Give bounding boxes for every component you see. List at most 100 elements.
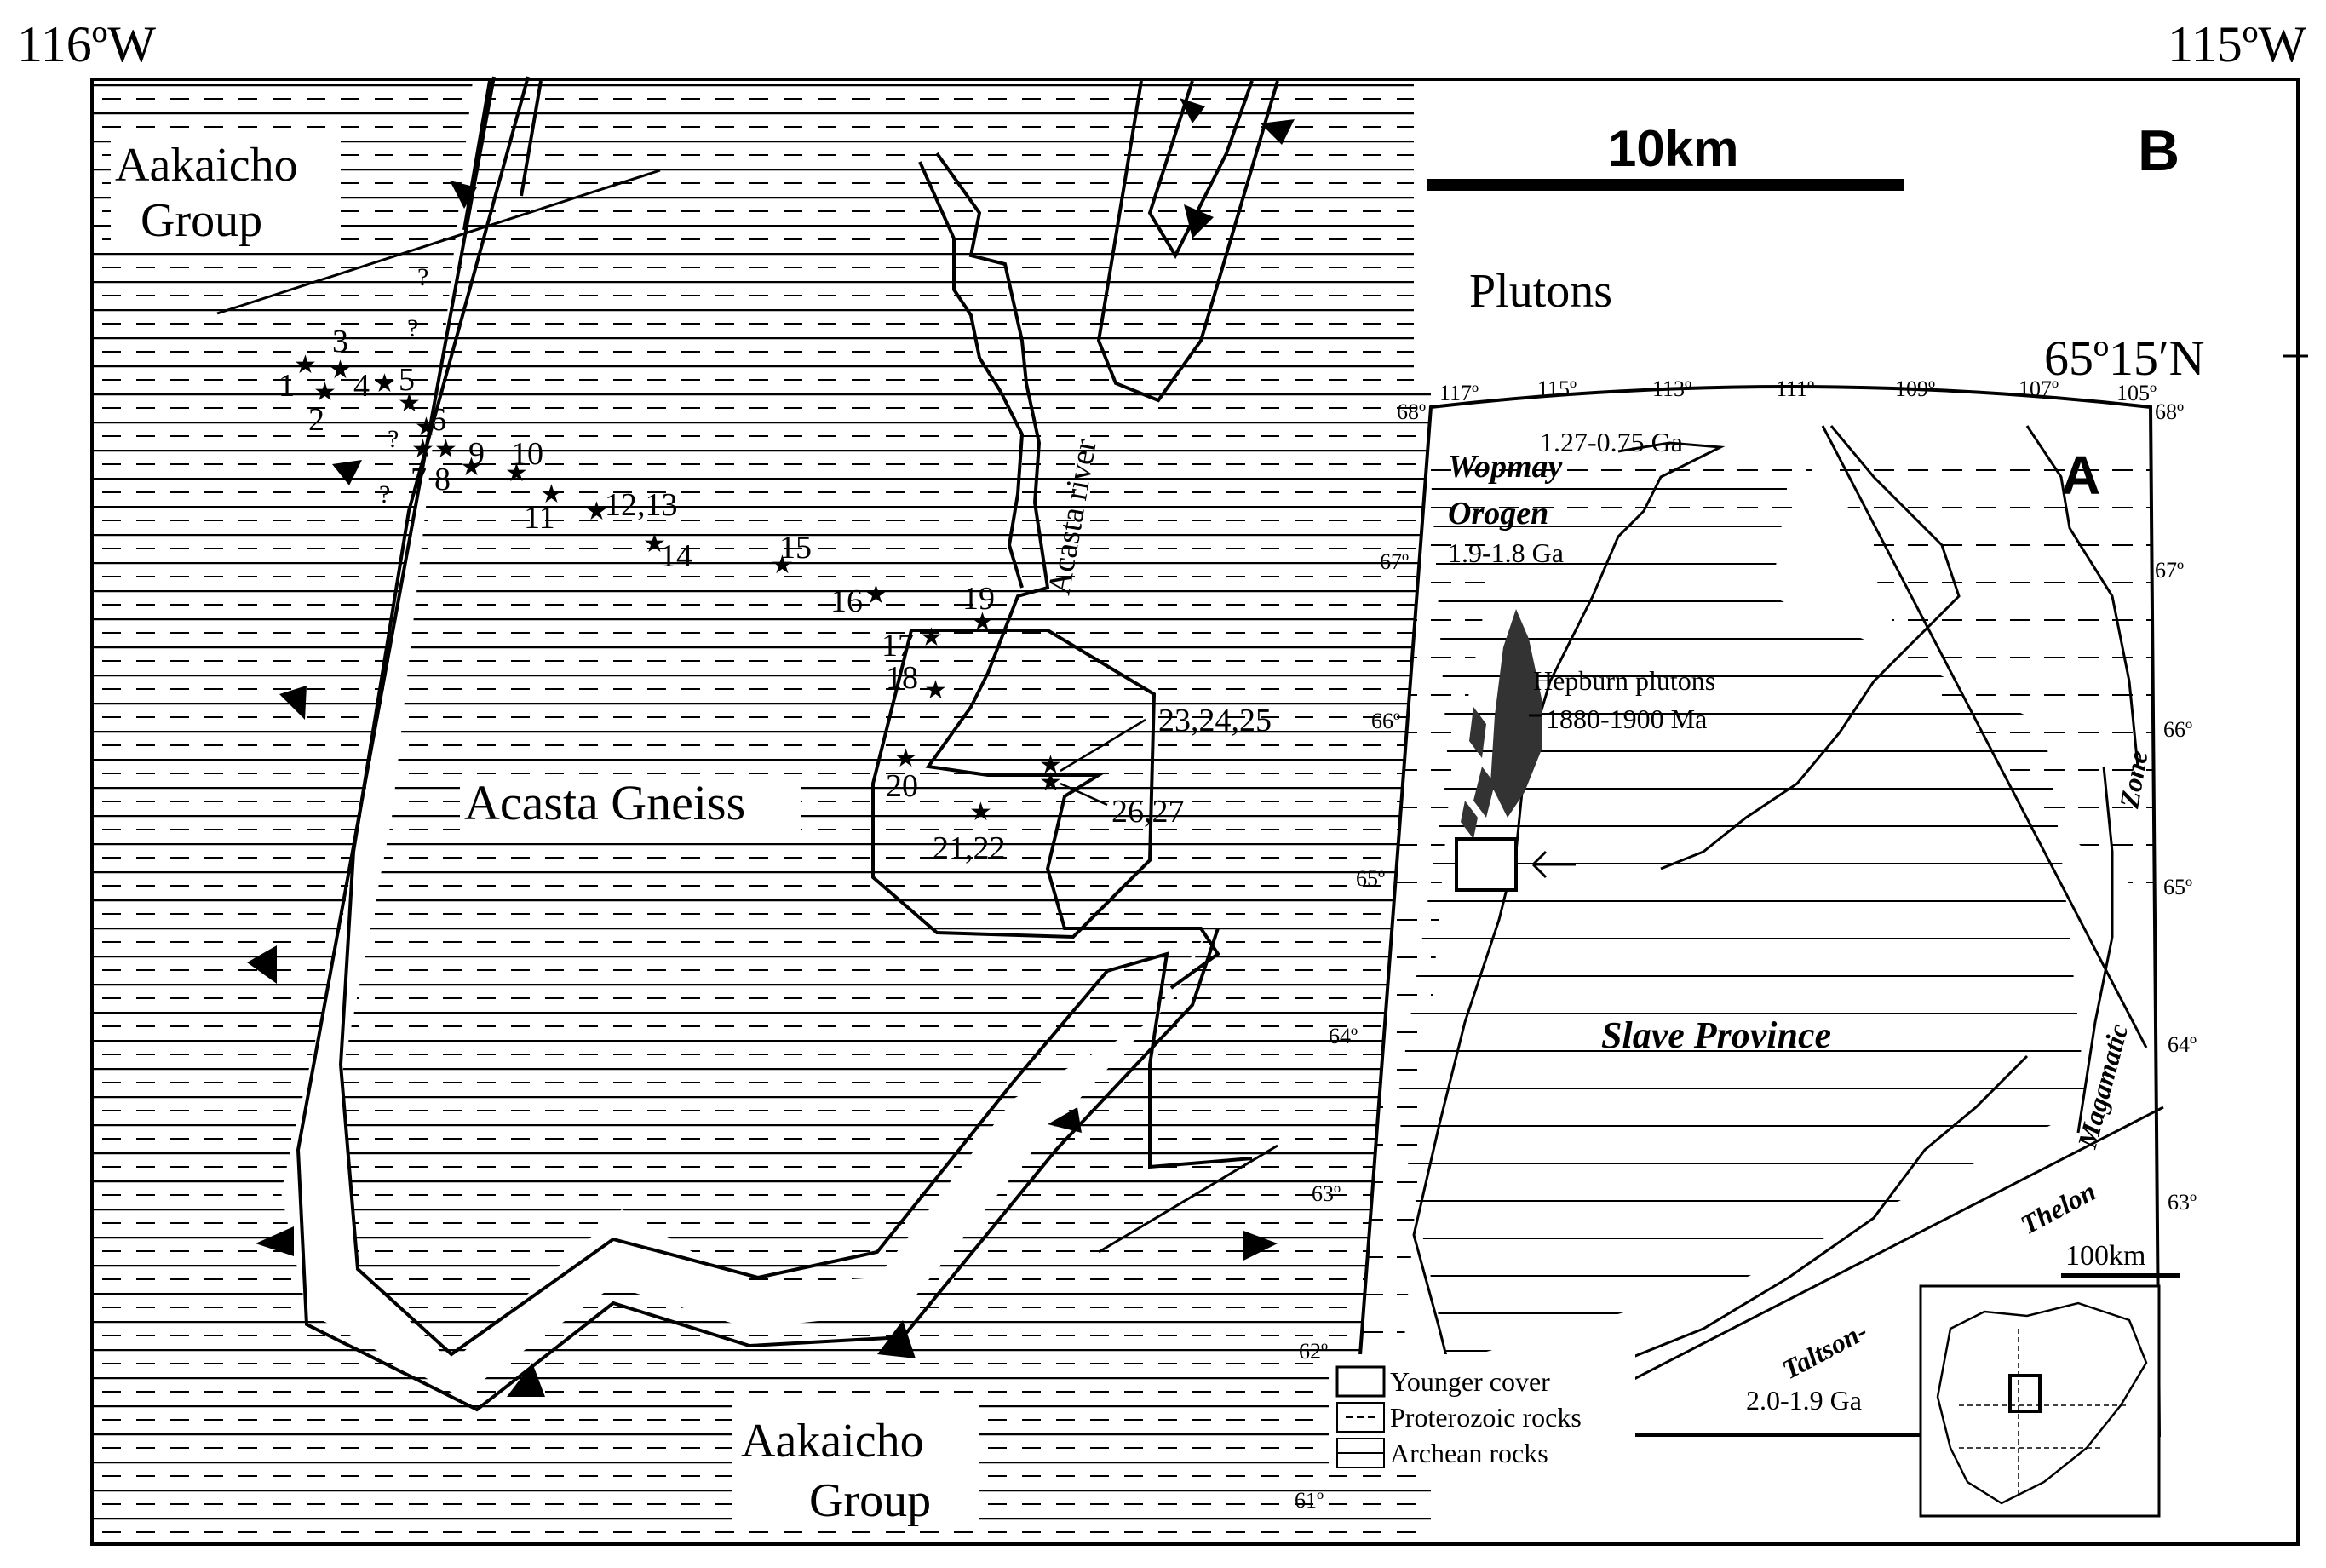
- eastern-coast: [1660, 425, 1961, 870]
- sample-stars: ★ ★ ★ ★ ★ ★ ★ ★ ★ ★ ★ ★ ★ ★ ★ ★ ★ ★ ★ ★ …: [294, 350, 1062, 827]
- sample-star: ★: [415, 412, 438, 442]
- aakaicho-north-line2: Group: [141, 194, 262, 247]
- acasta-river-east-bank: [918, 161, 1025, 589]
- sample-star: ★: [1039, 750, 1062, 780]
- sample-star: ★: [373, 369, 396, 399]
- sample-label: 21,22: [933, 830, 1006, 866]
- sample-star: ★: [894, 744, 917, 773]
- coastline: [1412, 441, 2029, 1399]
- lat-tick-right: 64º: [2168, 1032, 2197, 1057]
- sample-label: 3: [332, 324, 348, 359]
- lon-tick: 111º: [1776, 376, 1814, 401]
- lat-tick-left: 64º: [1329, 1024, 1358, 1048]
- sample-label: 9: [468, 436, 485, 472]
- lon-tick: 113º: [1652, 376, 1691, 401]
- lat-tick-left: 67º: [1380, 549, 1409, 574]
- sample-label: 18: [886, 660, 918, 696]
- panel-a-letter: A: [2061, 445, 2100, 506]
- cover-age: 1.27-0.75 Ga: [1540, 427, 1683, 457]
- thrust-teeth: [247, 98, 1295, 1397]
- sample-star: ★: [540, 480, 563, 509]
- wopmay-line1: Wopmay: [1448, 449, 1563, 485]
- sample-label: 26,27: [1111, 794, 1185, 830]
- magamatic-line: [2076, 766, 2114, 1134]
- scale-bar: [1427, 179, 1904, 191]
- sample-star: ★: [460, 452, 483, 482]
- sample-star: ★: [920, 623, 943, 652]
- inner-gneiss-boundary: [338, 76, 1253, 1357]
- lat-tick-left: 68º: [1397, 399, 1426, 424]
- lat-tick-left: 61º: [1295, 1488, 1324, 1513]
- hudson-coast: [2025, 425, 2139, 767]
- uncertain-mark: ?: [379, 480, 390, 508]
- lat-label: 65º15′N: [2044, 330, 2205, 386]
- study-location-arrow: [1531, 850, 1576, 879]
- sample-star: ★: [313, 377, 336, 407]
- panel-a: 117º 115º 113º 111º 109º 107º 105º 68º 6…: [1295, 376, 2197, 1518]
- uncertain-mark: ?: [417, 263, 428, 291]
- sample-label: 20: [886, 768, 918, 804]
- hepburn-line1: Hepburn plutons: [1533, 665, 1715, 696]
- legend-swatch-cover: [1335, 1365, 1386, 1398]
- sample-star: ★: [585, 497, 608, 526]
- aakaicho-north-line1: Aakaicho: [115, 139, 298, 192]
- aakaicho-south-line2: Group: [809, 1474, 931, 1527]
- sample-leader-26: [1060, 782, 1108, 807]
- sample-star: ★: [1039, 767, 1062, 797]
- legend-label-proterozoic: Proterozoic rocks: [1390, 1402, 1582, 1433]
- sample-star: ★: [329, 355, 352, 385]
- se-fault: [1098, 1144, 1278, 1254]
- sample-label: 16: [830, 583, 863, 619]
- sample-star: ★: [398, 388, 421, 418]
- lon-tick: 105º: [2116, 381, 2157, 405]
- sample-star: ★: [434, 434, 457, 464]
- north-thrust-a: [462, 80, 491, 231]
- scale-bar-label: 10km: [1608, 120, 1738, 177]
- lon-tick: 115º: [1537, 376, 1577, 401]
- north-america-locator: [1919, 1284, 2161, 1518]
- sample-star: ★: [771, 550, 794, 580]
- northern-fault: [216, 169, 661, 315]
- sample-labels: 1 2 3 4 5 6 7 8 9 10 11 12,13 14 15 16 1…: [279, 324, 1272, 866]
- lat-tick-right: 66º: [2163, 717, 2192, 742]
- sample-label: 5: [399, 362, 415, 398]
- aakaicho-south-line1: Aakaicho: [741, 1415, 924, 1467]
- lat-tick-left: 65º: [1356, 866, 1385, 891]
- hepburn-line2: 1880-1900 Ma: [1546, 704, 1707, 734]
- north-thrust-b: [520, 80, 543, 197]
- lat-tick-left: 62º: [1299, 1339, 1328, 1364]
- inset-scale-bar: [2061, 1273, 2180, 1278]
- taltson-age: 2.0-1.9 Ga: [1746, 1385, 1862, 1416]
- sample-label: 12,13: [605, 487, 678, 523]
- unit-labels: Aakaicho Group Aakaicho Group Plutons Ac…: [111, 136, 1612, 1529]
- sample-star: ★: [505, 458, 528, 488]
- sample-label: 19: [962, 581, 995, 617]
- sample-label: 10: [511, 436, 543, 472]
- panel-a-ticks: 117º 115º 113º 111º 109º 107º 105º 68º 6…: [1295, 376, 2197, 1513]
- plutons-label: Plutons: [1469, 265, 1612, 318]
- uncertain-mark: ?: [407, 314, 418, 342]
- wopmay-line2: Orogen: [1448, 496, 1548, 531]
- sample-star: ★: [411, 434, 434, 464]
- sample-star: ★: [643, 529, 666, 559]
- western-thrust-fault: [296, 76, 1220, 1412]
- legend-label-cover: Younger cover: [1390, 1366, 1550, 1397]
- panel-b: ★ ★ ★ ★ ★ ★ ★ ★ ★ ★ ★ ★ ★ ★ ★ ★ ★ ★ ★ ★ …: [90, 76, 2300, 1546]
- sample-label: 7: [411, 462, 427, 497]
- sample-star: ★: [294, 350, 317, 380]
- uncertain-marks: ? ? ? ?: [379, 263, 428, 508]
- panel-a-lines: [1412, 425, 2164, 1433]
- lon-east-label: 115ºW: [2168, 16, 2306, 72]
- sample-label: 2: [308, 402, 324, 438]
- lon-tick: 107º: [2019, 376, 2059, 401]
- sample-label: 4: [353, 368, 370, 404]
- ne-pluton-contact: [1096, 80, 1279, 403]
- lat-tick-right: 65º: [2163, 875, 2192, 899]
- sample-label: 11: [524, 500, 555, 536]
- sample-label: 23,24,25: [1158, 703, 1272, 738]
- sample-label: 14: [660, 538, 692, 574]
- sample-star: ★: [924, 675, 947, 705]
- slave-label: Slave Province: [1601, 1014, 1831, 1056]
- lat-tick-left: 63º: [1312, 1181, 1341, 1206]
